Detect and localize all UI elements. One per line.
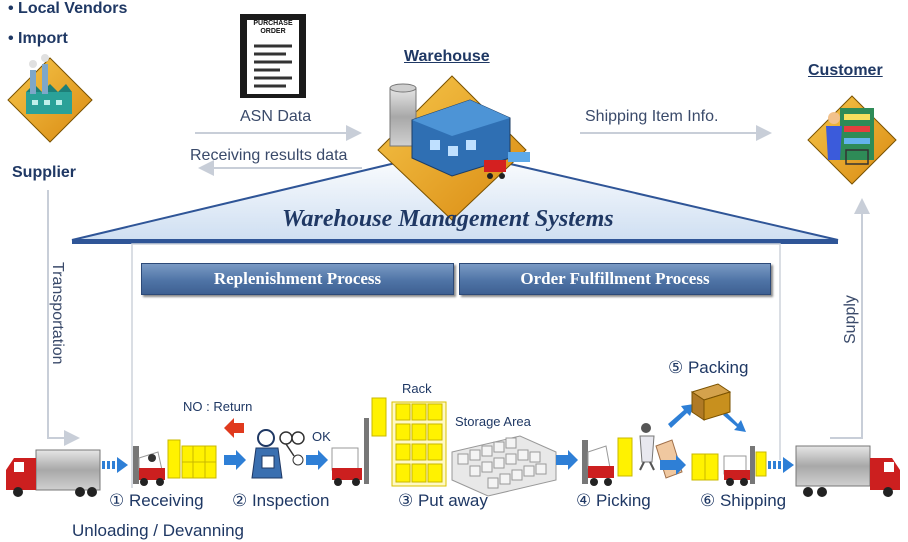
process-frame <box>131 243 781 488</box>
putaway-forklift-icon <box>331 397 387 486</box>
wms-title: Warehouse Management Systems <box>282 206 614 232</box>
transportation-label: Transportation <box>49 262 66 365</box>
step-putaway-label: ③ Put away <box>398 491 488 510</box>
step-packing-label: ⑤ Packing <box>668 358 749 377</box>
ok-label: OK <box>312 429 331 444</box>
load-arrow <box>768 457 794 473</box>
storage-area-label: Storage Area <box>455 414 531 429</box>
picking-forklift-icon <box>582 437 633 486</box>
supplier-source-1: • Local Vendors <box>8 0 128 17</box>
warehouse-label: Warehouse <box>404 48 490 65</box>
purchase-order-caption: PURCHASE ORDER <box>253 20 293 35</box>
no-return-label: NO : Return <box>183 399 253 414</box>
transportation-line <box>47 190 80 446</box>
step-inspection-label: ② Inspection <box>232 491 330 510</box>
picking-to-shipping-arrow <box>660 455 686 475</box>
storage-area-icon <box>451 435 557 497</box>
rack-icon <box>391 401 447 487</box>
to-picking-arrow <box>556 450 578 470</box>
rack-label: Rack <box>402 381 432 396</box>
customer-shopper-icon <box>807 95 897 185</box>
step-receiving-label: ① Receiving <box>109 491 204 510</box>
step-shipping-label: ⑥ Shipping <box>700 491 787 510</box>
replenishment-process-band: Replenishment Process <box>141 263 454 295</box>
supply-label: Supply <box>842 295 859 344</box>
inbound-truck-icon <box>6 449 101 497</box>
to-putaway-arrow <box>306 450 328 470</box>
customer-label: Customer <box>808 62 883 79</box>
purchase-order-icon <box>240 14 306 98</box>
shipping-item-info-label: Shipping Item Info. <box>585 108 719 125</box>
return-arrow <box>224 418 244 438</box>
receiving-forklift-icon <box>133 439 217 486</box>
asn-data-label: ASN Data <box>240 108 312 125</box>
inspector-icon <box>251 429 305 479</box>
supply-line <box>830 198 870 439</box>
to-packing-arrow <box>668 404 694 428</box>
shipping-forklift-icon <box>691 446 767 486</box>
packing-box-icon <box>690 383 732 421</box>
order-fulfillment-process-band: Order Fulfillment Process <box>459 263 771 295</box>
supplier-source-2: • Import <box>8 30 68 47</box>
warehouse-building-icon <box>377 75 530 221</box>
supplier-label: Supplier <box>12 164 77 181</box>
from-packing-arrow <box>723 412 746 432</box>
unloading-devanning-label: Unloading / Devanning <box>72 521 245 540</box>
supplier-factory-icon <box>7 54 93 143</box>
outbound-truck-icon <box>795 445 900 497</box>
to-inspection-arrow <box>224 450 246 470</box>
step-picking-label: ④ Picking <box>576 491 651 510</box>
unload-arrow <box>102 457 128 473</box>
receiving-results-label: Receiving results data <box>190 147 348 164</box>
